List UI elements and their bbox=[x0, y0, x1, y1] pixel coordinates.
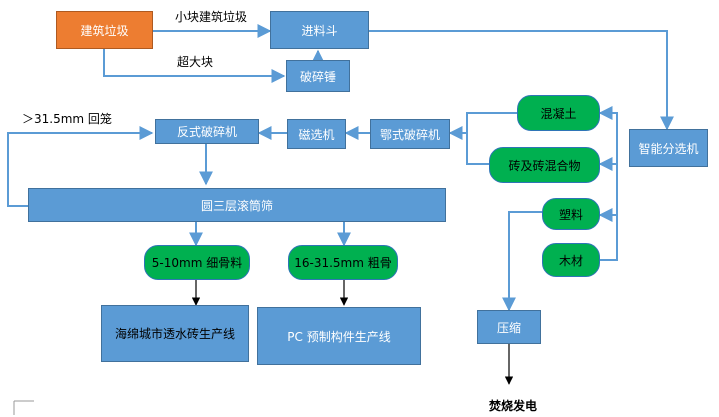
line-sorter-to-plastic-wood bbox=[600, 164, 618, 261]
smart-sorter-box: 智能分选机 bbox=[629, 129, 708, 167]
jaw-crusher-box: 鄂式破碎机 bbox=[370, 119, 450, 149]
concrete-pill: 混凝土 bbox=[517, 95, 600, 131]
arrow-waste-to-hammer bbox=[103, 49, 286, 83]
brick-mix-pill: 砖及砖混合物 bbox=[489, 147, 600, 183]
smart-sorter-label: 智能分选机 bbox=[638, 141, 699, 156]
concrete-label: 混凝土 bbox=[540, 106, 577, 121]
pc-line-label: PC 预制构件生产线 bbox=[287, 329, 391, 344]
construction-waste-box: 建筑垃圾 bbox=[56, 11, 153, 49]
arrow-to-compress bbox=[502, 211, 542, 312]
small-waste-edge-label: 小块建筑垃圾 bbox=[175, 10, 248, 24]
magnetic-separator-box: 磁选机 bbox=[287, 119, 346, 149]
corner-mark bbox=[13, 400, 34, 415]
permeable-brick-line-label: 海绵城市透水砖生产线 bbox=[114, 327, 235, 341]
feed-hopper-box: 进料斗 bbox=[270, 11, 369, 49]
coarse-aggregate-pill: 16-31.5mm 粗骨 bbox=[288, 245, 398, 280]
compress-box: 压缩 bbox=[477, 310, 541, 344]
incineration-label: 焚烧发电 bbox=[489, 399, 538, 413]
arrow-drum-return bbox=[7, 126, 154, 207]
jaw-crusher-label: 鄂式破碎机 bbox=[379, 127, 440, 142]
wood-label: 木材 bbox=[558, 253, 583, 268]
wood-pill: 木材 bbox=[542, 243, 600, 277]
oversize-edge-label: 超大块 bbox=[177, 55, 214, 69]
impact-crusher-box: 反式破碎机 bbox=[155, 119, 259, 144]
brick-mix-label: 砖及砖混合物 bbox=[508, 158, 581, 173]
construction-waste-label: 建筑垃圾 bbox=[80, 23, 129, 38]
crusher-hammer-box: 破碎锤 bbox=[286, 60, 350, 92]
permeable-brick-line-box: 海绵城市透水砖生产线 bbox=[101, 305, 249, 362]
arrow-hopper-to-sorter bbox=[369, 30, 674, 131]
magnetic-separator-label: 磁选机 bbox=[298, 127, 335, 142]
arrow-sorter-to-concrete bbox=[598, 106, 618, 129]
plastic-label: 塑料 bbox=[558, 207, 583, 222]
crusher-hammer-label: 破碎锤 bbox=[299, 69, 336, 84]
return-edge-label: ＞31.5mm 回笼 bbox=[22, 112, 112, 126]
fine-aggregate-pill: 5-10mm 细骨料 bbox=[144, 245, 250, 280]
impact-crusher-label: 反式破碎机 bbox=[176, 125, 237, 139]
line-concrete-to-jaw bbox=[466, 112, 517, 165]
pc-line-box: PC 预制构件生产线 bbox=[257, 307, 421, 365]
arrow-sorter-to-brick bbox=[598, 129, 618, 171]
feed-hopper-label: 进料斗 bbox=[301, 23, 338, 38]
drum-screen-label: 圆三层滚筒筛 bbox=[200, 198, 273, 213]
fine-aggregate-label: 5-10mm 细骨料 bbox=[151, 256, 243, 270]
compress-label: 压缩 bbox=[496, 320, 521, 335]
coarse-aggregate-label: 16-31.5mm 粗骨 bbox=[294, 256, 392, 270]
plastic-pill: 塑料 bbox=[542, 198, 600, 230]
drum-screen-box: 圆三层滚筒筛 bbox=[28, 188, 446, 222]
